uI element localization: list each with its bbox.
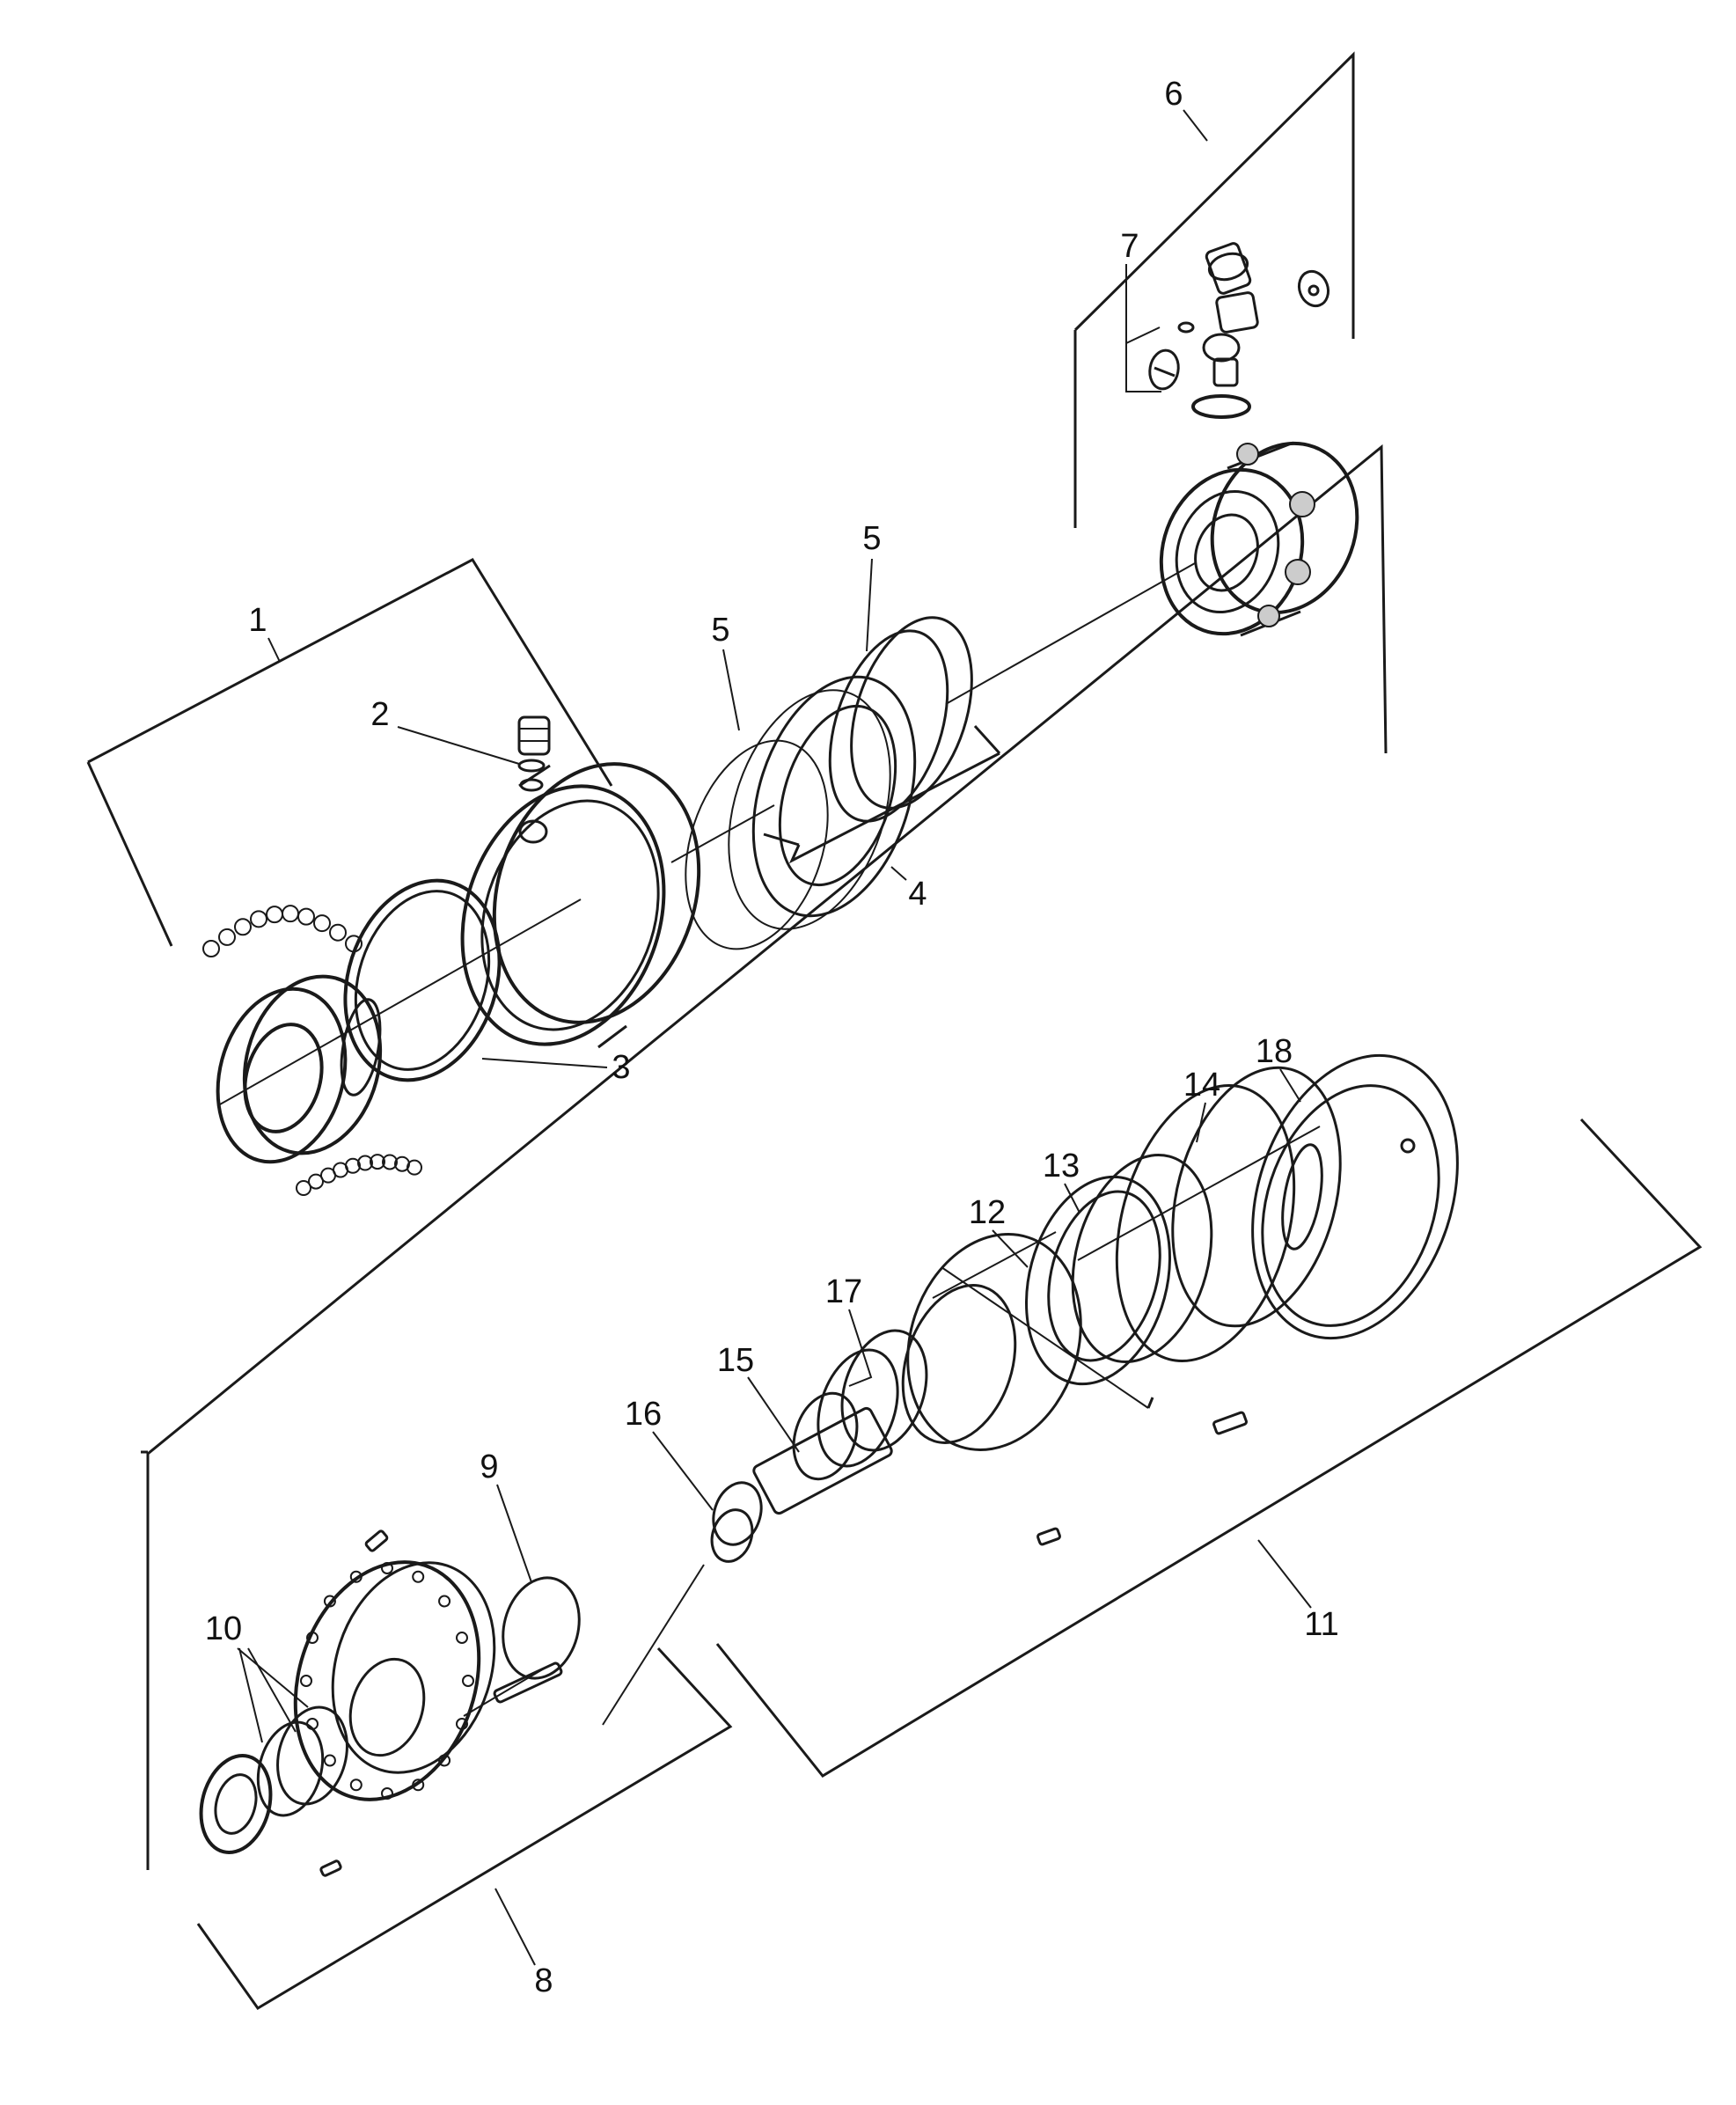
callout-14[interactable]: 14 [1183,1067,1221,1104]
callout-6[interactable]: 6 [1164,76,1183,113]
callout-10[interactable]: 10 [204,1610,243,1647]
callout-8[interactable]: 8 [534,1962,553,1999]
part-6-cylinder-block [1148,242,1359,637]
callout-2[interactable]: 2 [370,696,390,733]
callout-18[interactable]: 18 [1255,1033,1293,1070]
callout-15[interactable]: 15 [716,1342,755,1379]
callout-11[interactable]: 11 [1304,1606,1339,1643]
callout-4[interactable]: 4 [908,876,927,913]
callout-3[interactable]: 3 [612,1049,631,1086]
callout-9[interactable]: 9 [480,1449,499,1485]
callout-5-lower[interactable]: 5 [711,612,730,649]
callout-16[interactable]: 16 [624,1396,663,1433]
assembly-brackets [86,51,1703,2010]
callout-5-upper[interactable]: 5 [862,520,882,557]
part-1-housing [202,715,701,1196]
callout-1[interactable]: 1 [248,602,267,639]
callout-7[interactable]: 7 [1120,228,1139,265]
callout-17[interactable]: 17 [824,1273,863,1310]
parts-8-10-hub [199,1529,581,1877]
callout-12[interactable]: 12 [968,1194,1007,1231]
center-axis-lines [219,562,1321,1726]
parts-15-17-gears [710,1233,1248,1563]
parts-12-18-seal-stack [1025,1053,1459,1386]
callout-13[interactable]: 13 [1042,1148,1080,1185]
parts-4-5-plate-orings [685,616,973,950]
callout-leaders [237,109,1312,1966]
